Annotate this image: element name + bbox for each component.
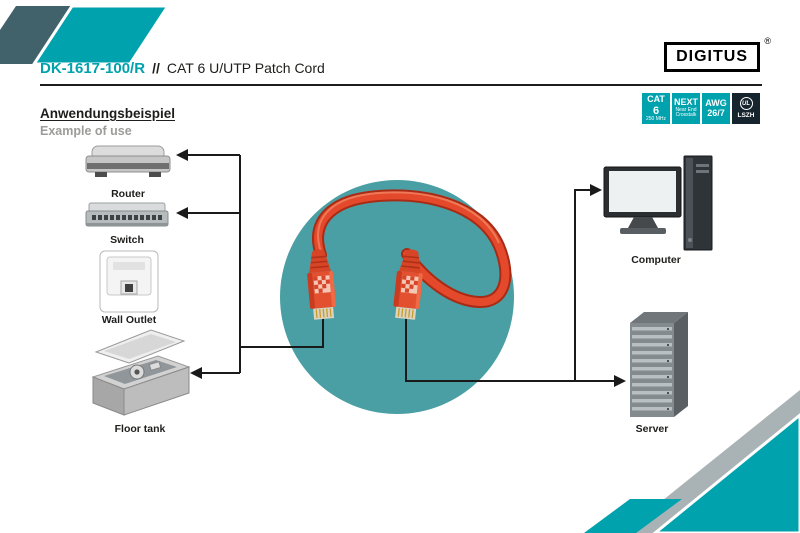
header-divider [40,84,762,86]
computer-label: Computer [631,254,681,266]
server-label: Server [636,423,669,435]
certification-badges: CAT 6 250 MHz NEXT Near End Crosstalk AW… [642,93,760,124]
server-icon [630,312,688,417]
badge-awg-line2: 26/7 [707,107,725,118]
ul-logo-icon: UL [739,97,753,111]
badge-next: NEXT Near End Crosstalk [672,93,700,124]
corner-decoration-top-left [0,4,171,66]
computer-icon [603,155,713,251]
badge-cat6-line2: 6 [652,104,660,117]
wall-outlet-icon [99,250,159,313]
corner-decoration-bottom-right [584,390,800,533]
patch-cable [312,189,512,308]
product-name: CAT 6 U/UTP Patch Cord [166,60,325,76]
section-heading: Anwendungsbeispiel Example of use [40,106,175,138]
product-code: DK-1617-100/R [40,60,146,77]
badge-cat6-line1: CAT [647,93,665,104]
arrowheads [176,149,626,387]
switch-icon [85,202,169,227]
badge-awg: AWG 26/7 [702,93,730,124]
router-icon [85,145,171,177]
floor-tank-icon [91,329,191,416]
badge-next-line1: NEXT [673,97,698,108]
badge-awg-line1: AWG [705,97,727,108]
badge-lszh-label: LSZH [737,112,755,120]
page-title: DK-1617-100/R // CAT 6 U/UTP Patch Cord [40,60,325,77]
title-separator: // [152,60,160,76]
floor-tank-label: Floor tank [115,423,166,435]
badge-cat6: CAT 6 250 MHz [642,93,670,124]
section-title-en: Example of use [40,124,132,138]
brand-name: DIGITUS [664,42,760,72]
switch-label: Switch [110,234,144,246]
badge-cat6-line3: 250 MHz [645,115,666,122]
wall-outlet-label: Wall Outlet [102,314,157,326]
router-label: Router [111,188,145,200]
connection-lines [187,154,616,382]
badge-lszh: UL LSZH [732,93,760,124]
badge-next-line2: Near End [675,106,697,113]
registered-mark: ® [764,36,771,46]
section-title-de: Anwendungsbeispiel [40,106,176,121]
brand-logo: DIGITUS ® [664,36,771,72]
badge-next-line3: Crosstalk [675,112,697,119]
